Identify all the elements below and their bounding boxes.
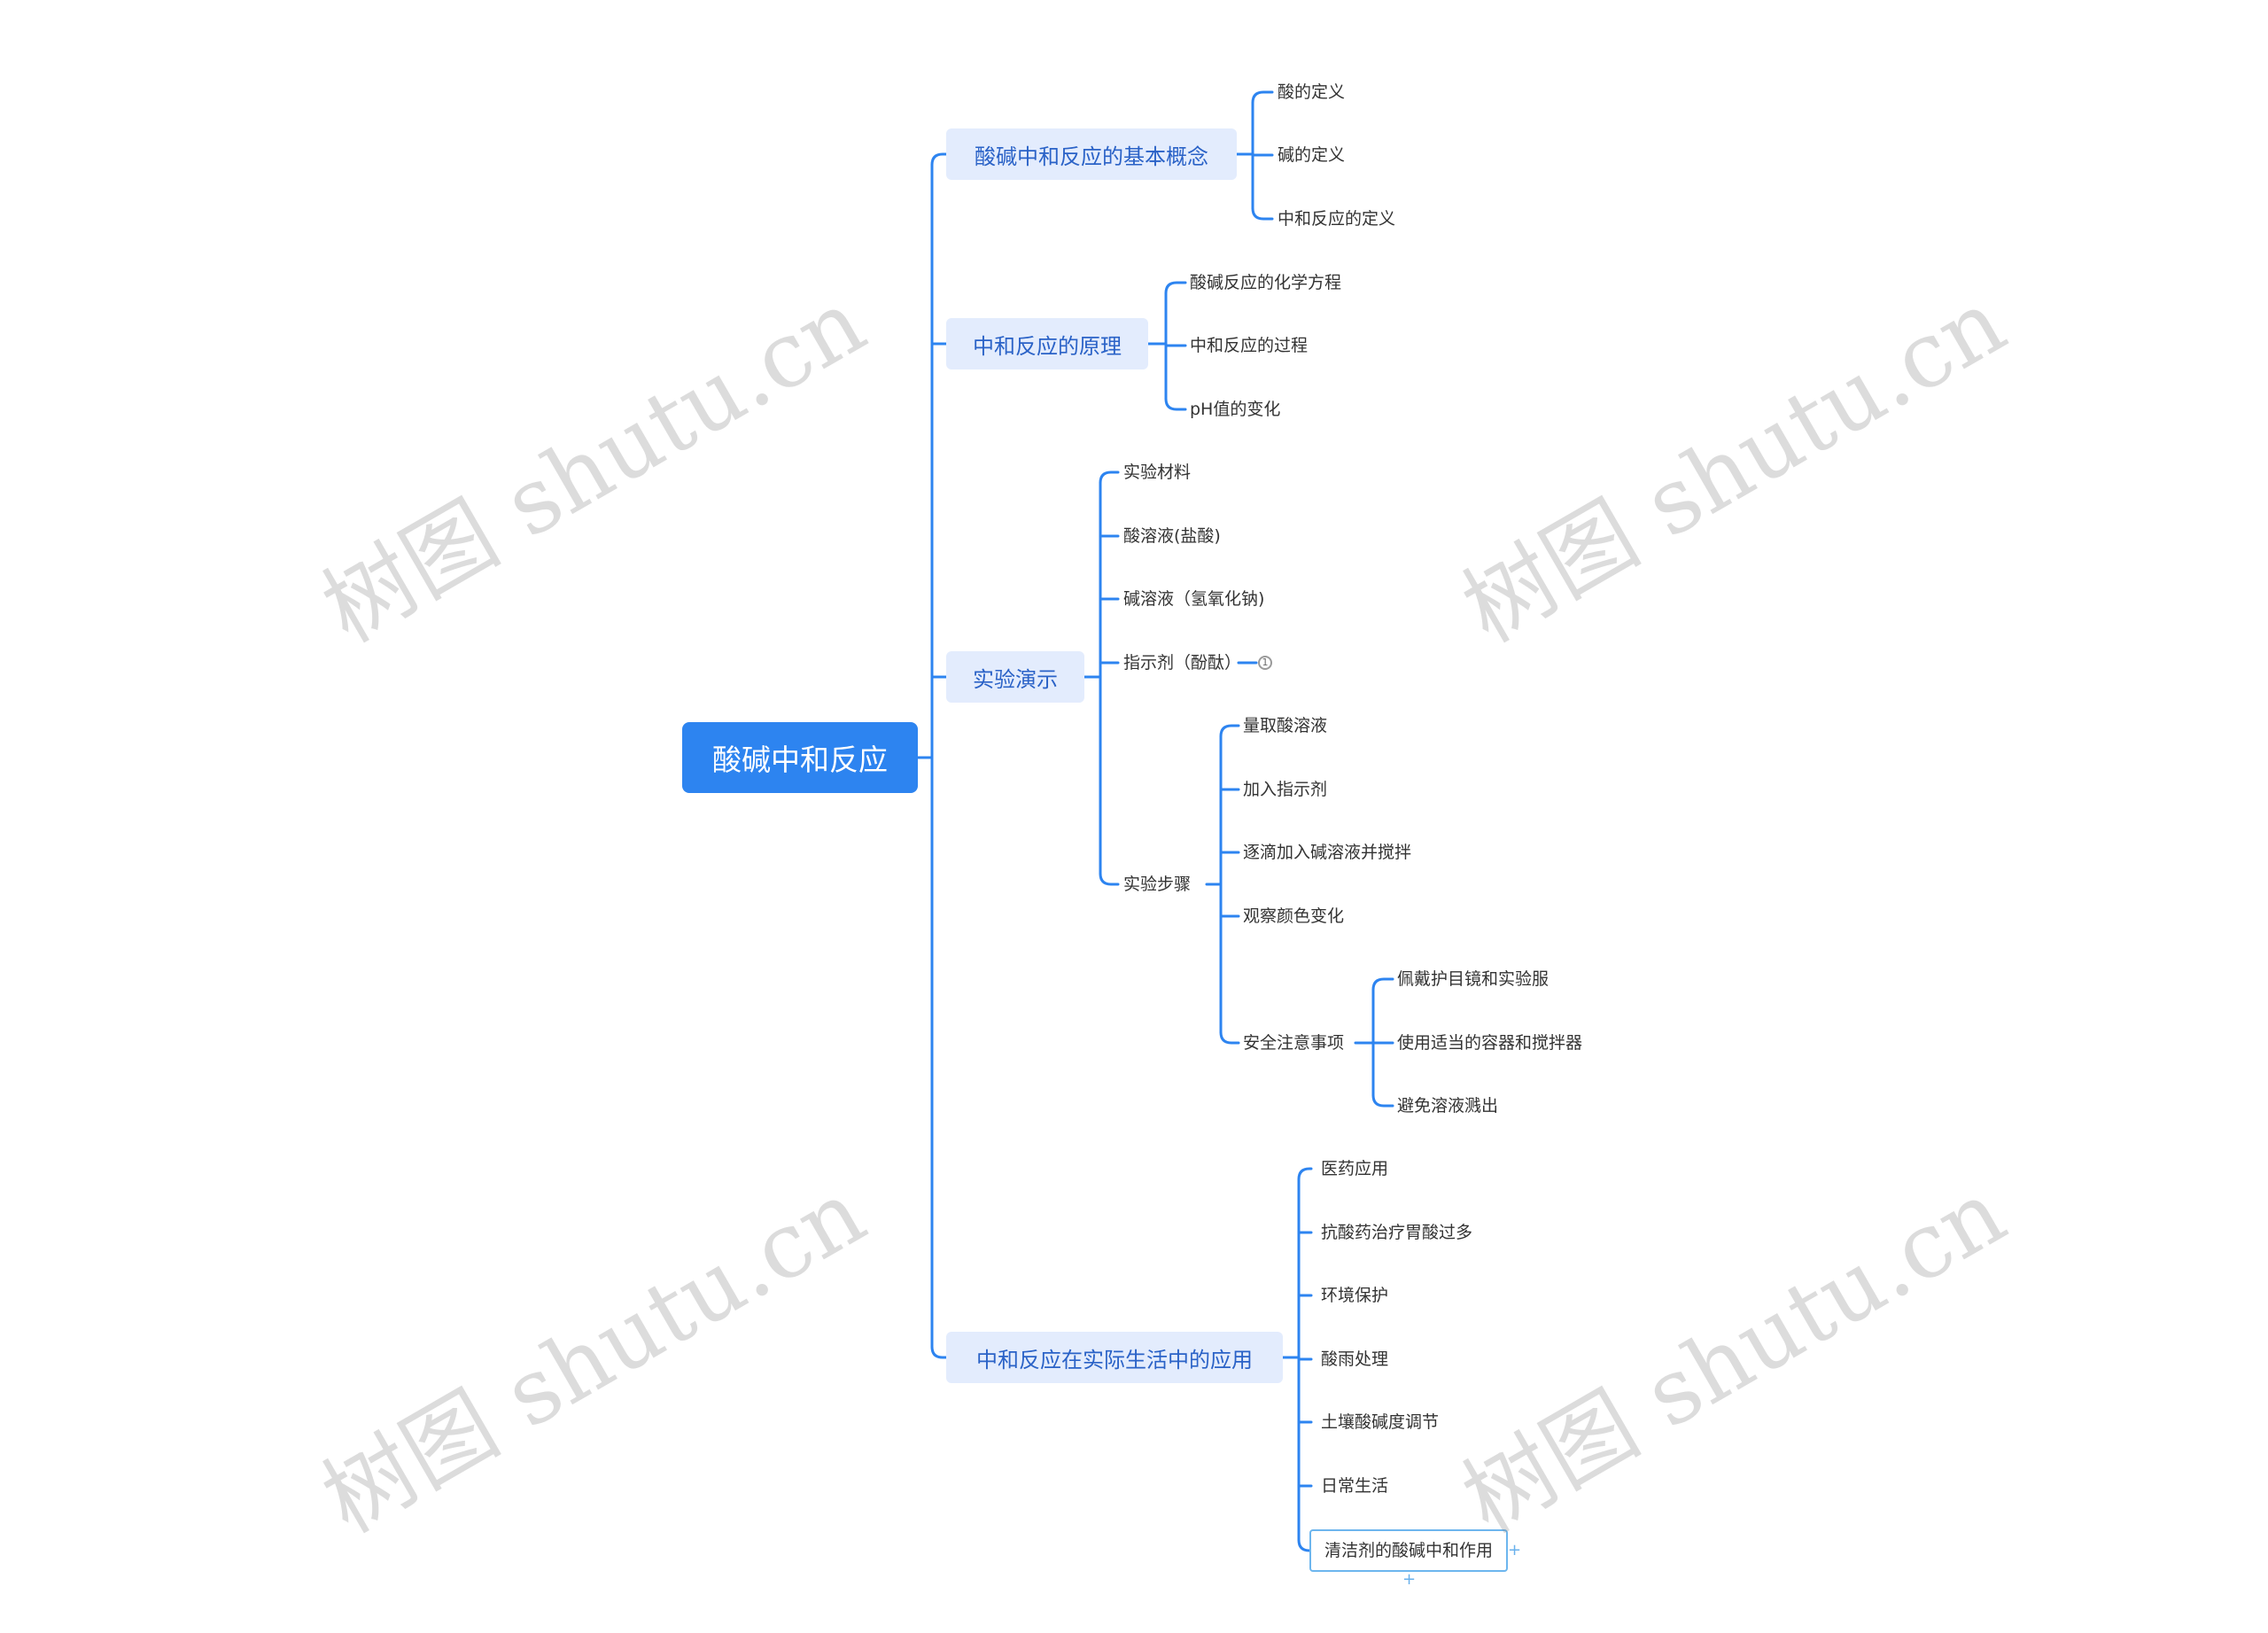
- safety-spine-to-2: [1371, 1041, 1394, 1108]
- branch-experiment[interactable]: 实验演示: [946, 651, 1084, 703]
- leaf-add-base-dropwise[interactable]: 逐滴加入碱溶液并搅拌: [1243, 843, 1412, 862]
- principle-spine-to-2: [1164, 342, 1187, 411]
- leaf-acid-definition[interactable]: 酸的定义: [1278, 82, 1346, 102]
- leaf-medicine[interactable]: 医药应用: [1321, 1159, 1389, 1178]
- leaf-acid-solution[interactable]: 酸溶液(盐酸): [1123, 526, 1221, 546]
- application-spine-to-6: [1297, 1356, 1313, 1552]
- root-node[interactable]: 酸碱中和反应: [682, 722, 918, 793]
- leaf-reaction-process[interactable]: 中和反应的过程: [1190, 336, 1309, 355]
- leaf-chemical-equation[interactable]: 酸碱反应的化学方程: [1190, 273, 1342, 292]
- steps-spine-to-0: [1219, 724, 1240, 886]
- leaf-base-definition[interactable]: 碱的定义: [1278, 145, 1346, 165]
- node-safety[interactable]: 安全注意事项: [1243, 1033, 1345, 1053]
- application-spine-to-0: [1297, 1167, 1313, 1359]
- experiment-spine-to-4: [1099, 675, 1120, 886]
- leaf-environment[interactable]: 环境保护: [1321, 1286, 1389, 1305]
- leaf-containers[interactable]: 使用适当的容器和搅拌器: [1397, 1033, 1583, 1053]
- leaf-indicator[interactable]: 指示剂（酚酞）: [1123, 653, 1242, 673]
- branch-principle[interactable]: 中和反应的原理: [946, 318, 1148, 369]
- collapse-icon[interactable]: 1: [1258, 656, 1272, 670]
- leaf-neutralization-definition[interactable]: 中和反应的定义: [1278, 209, 1396, 229]
- leaf-cleaner-selected[interactable]: 清洁剂的酸碱中和作用: [1309, 1529, 1508, 1572]
- leaf-goggles[interactable]: 佩戴护目镜和实验服: [1397, 969, 1550, 989]
- leaf-avoid-splash[interactable]: 避免溶液溅出: [1397, 1096, 1499, 1116]
- branch-application[interactable]: 中和反应在实际生活中的应用: [946, 1332, 1283, 1383]
- steps-spine-to-4: [1219, 883, 1240, 1045]
- branch-basic-concept[interactable]: 酸碱中和反应的基本概念: [946, 128, 1237, 180]
- add-sibling-plus-icon[interactable]: +: [1508, 1541, 1522, 1559]
- safety-spine-to-0: [1371, 977, 1394, 1045]
- root-spine-to-0: [930, 152, 948, 759]
- leaf-add-indicator[interactable]: 加入指示剂: [1243, 780, 1328, 799]
- add-child-plus-icon[interactable]: +: [1402, 1570, 1417, 1589]
- concept-spine-to-0: [1251, 90, 1274, 156]
- root-spine-to-3: [930, 756, 948, 1359]
- leaf-acid-rain[interactable]: 酸雨处理: [1321, 1349, 1389, 1369]
- node-experiment-steps[interactable]: 实验步骤: [1123, 875, 1192, 894]
- leaf-measure-acid[interactable]: 量取酸溶液: [1243, 716, 1328, 735]
- leaf-base-solution[interactable]: 碱溶液（氢氧化钠): [1123, 589, 1265, 609]
- leaf-daily-life[interactable]: 日常生活: [1321, 1476, 1389, 1496]
- experiment-spine-to-0: [1099, 470, 1120, 679]
- leaf-observe-color[interactable]: 观察颜色变化: [1243, 906, 1345, 926]
- leaf-antacid[interactable]: 抗酸药治疗胃酸过多: [1321, 1223, 1473, 1242]
- principle-spine-to-0: [1164, 281, 1187, 346]
- leaf-ph-change[interactable]: pH值的变化: [1190, 400, 1281, 419]
- leaf-soil-ph[interactable]: 土壤酸碱度调节: [1321, 1412, 1440, 1432]
- leaf-materials[interactable]: 实验材料: [1123, 463, 1192, 482]
- concept-spine-to-2: [1251, 152, 1274, 221]
